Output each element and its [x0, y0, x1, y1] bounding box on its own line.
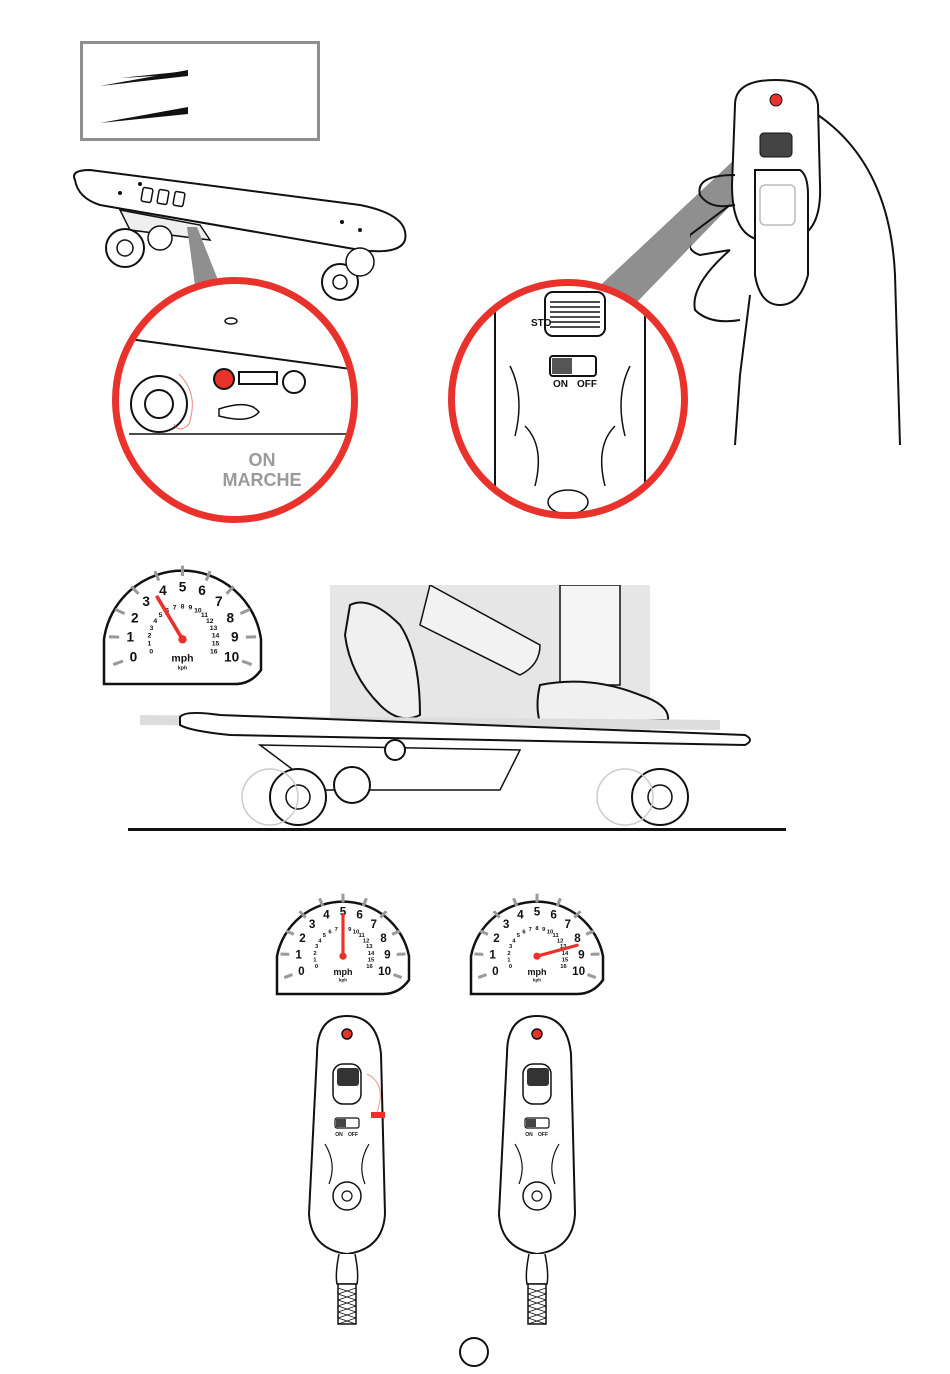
gauge-mph-tick-label: 3: [503, 918, 510, 931]
gauge-mph-tick-label: 8: [574, 932, 581, 945]
marche-label: MARCHE: [207, 470, 317, 490]
gauge-unit-label: mph: [334, 967, 353, 977]
remote-gear-hub: [532, 1191, 542, 1201]
remote-throttle-button: [337, 1068, 359, 1086]
gauge-needle-hub: [339, 953, 346, 960]
remote-power-switch-knob: [336, 1119, 346, 1127]
remote-left: ON OFF: [297, 1014, 397, 1326]
board-switch-zoom: ON MARCHE: [112, 277, 358, 523]
gauge-mph-tick-label: 6: [550, 909, 557, 922]
gauge-kph-tick-label: 16: [366, 964, 373, 970]
remote-right: ON OFF: [492, 1014, 582, 1326]
page-number-circle: [459, 1337, 489, 1367]
remote-switch-zoom: STO ON OFF: [448, 279, 688, 519]
hand-holding-remote: [690, 75, 905, 450]
switch-off-label: OFF: [577, 379, 597, 390]
gauge-mph-tick-label: 9: [384, 948, 391, 961]
gauge-kph-tick-label: 7: [335, 927, 338, 933]
gauge-mph-tick-label: 2: [493, 932, 500, 945]
gauge-mph-tick-label: 1: [295, 948, 302, 961]
gauge-mph-tick-label: 4: [517, 909, 524, 922]
remote-led: [532, 1029, 542, 1039]
legend-box: [80, 41, 320, 141]
gauge-kph-tick-label: 14: [368, 951, 375, 957]
remote-red-marker: [371, 1112, 385, 1118]
gauge-mph-tick-label: 2: [299, 932, 306, 945]
remote-detail-illustration: [455, 286, 681, 512]
remote-switch-on-label: ON: [525, 1132, 533, 1138]
gauge-kph-tick-label: 15: [368, 958, 375, 964]
remote-lanyard-cord: [338, 1284, 356, 1324]
gauge-unit-label: mph: [528, 967, 547, 977]
speed-gauge-left: 012345678910012345678910111213141516mphk…: [273, 888, 413, 998]
gauge-mph-tick-label: 7: [565, 918, 572, 931]
on-label: ON: [207, 450, 317, 470]
switch-on-label: ON: [553, 379, 568, 390]
gauge-kph-tick-label: 16: [560, 964, 567, 970]
remote-switch-off-label: OFF: [538, 1132, 548, 1138]
gauge-unit-small-label: kph: [339, 978, 347, 983]
gauge-mph-tick-label: 5: [534, 905, 541, 918]
gauge-mph-tick-label: 0: [492, 965, 499, 978]
remote-lanyard-cord: [528, 1284, 546, 1324]
remote-throttle-button: [527, 1068, 549, 1086]
gauge-kph-tick-label: 14: [562, 951, 569, 957]
gauge-needle-hub: [533, 953, 540, 960]
remote-switch-on-label: ON: [335, 1132, 343, 1138]
gauge-kph-tick-label: 15: [562, 958, 569, 964]
gauge-mph-tick-label: 4: [323, 909, 330, 922]
gauge-mph-tick-label: 9: [578, 948, 585, 961]
gauge-mph-tick-label: 8: [380, 932, 387, 945]
gauge-unit-small-label: kph: [533, 978, 541, 983]
remote-lanyard-loop: [336, 1254, 357, 1284]
gauge-mph-tick-label: 3: [309, 918, 316, 931]
gauge-mph-tick-label: 1: [489, 948, 496, 961]
gauge-mph-tick-label: 10: [572, 965, 586, 978]
gauge-mph-tick-label: 0: [298, 965, 305, 978]
gauge-mph-tick-label: 6: [356, 909, 363, 922]
ground-line: [128, 828, 786, 831]
remote-lanyard-loop: [526, 1254, 547, 1284]
remote-led: [342, 1029, 352, 1039]
gauge-mph-tick-label: 10: [378, 965, 392, 978]
remote-power-switch-knob: [526, 1119, 536, 1127]
gauge-mph-tick-label: 7: [371, 918, 378, 931]
gauge-kph-tick-label: 7: [529, 927, 532, 933]
remote-body: [309, 1016, 385, 1254]
remote-gear-hub: [342, 1191, 352, 1201]
gauge-kph-tick-label: 13: [366, 944, 373, 950]
speed-lines-icon: [80, 41, 320, 141]
remote-switch-off-label: OFF: [348, 1132, 358, 1138]
stop-partial-label: STO: [531, 318, 551, 329]
rider-skateboard-scene: [120, 585, 790, 835]
remote-body: [499, 1016, 575, 1254]
